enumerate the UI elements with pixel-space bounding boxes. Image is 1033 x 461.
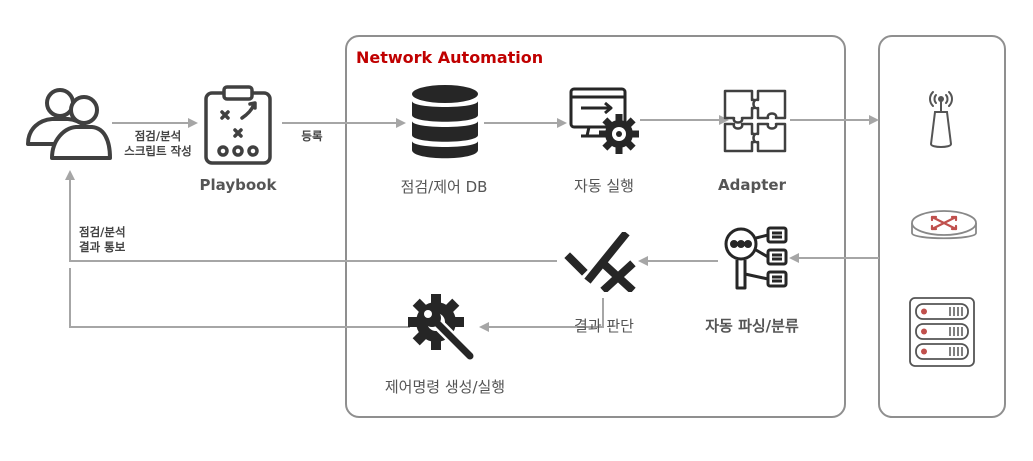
arrow-control-to-user [69, 268, 410, 328]
edge-label-notify-line1: 점검/분석 [79, 225, 126, 239]
server-icon [909, 297, 975, 367]
puzzle-icon [723, 89, 787, 153]
clipboard-playbook-icon [204, 85, 272, 165]
edge-label-script-line2: 스크립트 작성 [124, 144, 192, 158]
node-label-auto-parse: 자동 파싱/분류 [705, 317, 799, 335]
edge-label-notify: 점검/분석 결과 통보 [79, 225, 126, 255]
node-label-adapter: Adapter [718, 176, 786, 194]
node-label-result-judge: 결과 판단 [574, 317, 634, 335]
edge-label-script: 점검/분석 스크립트 작성 [124, 129, 191, 159]
edge-label-register: 등록 [301, 129, 323, 143]
users-icon [26, 88, 112, 160]
database-icon [412, 85, 478, 159]
computer-gear-icon [569, 87, 639, 154]
node-label-playbook: Playbook [199, 176, 277, 194]
edge-label-notify-line2: 결과 통보 [79, 240, 126, 254]
wrench-gear-icon [408, 294, 476, 362]
node-label-control-cmd: 제어명령 생성/실행 [384, 378, 506, 396]
access-point-icon [929, 91, 953, 148]
network-automation-box [345, 35, 846, 418]
arrow-judge-to-user [65, 170, 557, 262]
edge-label-script-line1: 점검/분석 [134, 129, 182, 143]
network-devices-box [878, 35, 1006, 418]
check-x-icon [564, 232, 636, 292]
node-label-auto-exec: 자동 실행 [574, 177, 634, 195]
arrow-judge-to-control [479, 298, 604, 332]
router-icon [911, 210, 977, 240]
magnifier-list-icon [724, 226, 788, 290]
network-automation-title: Network Automation [356, 48, 544, 67]
node-label-check-db: 점검/제어 DB [400, 178, 488, 196]
